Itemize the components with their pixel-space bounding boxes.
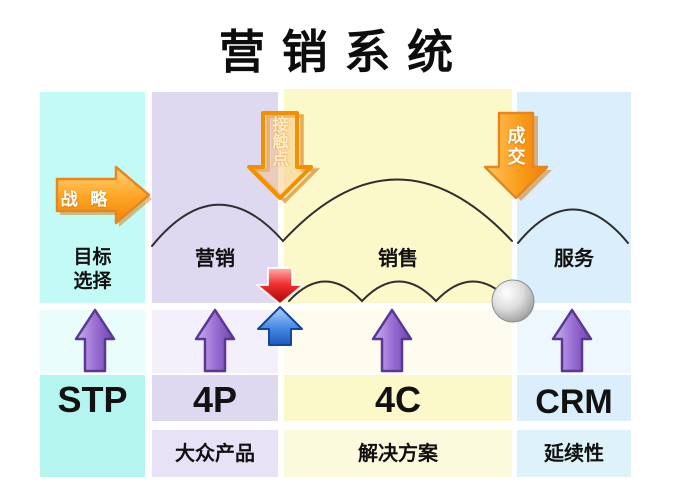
code-block-crm — [517, 375, 631, 421]
approach-label-marketing: 大众产品 — [175, 443, 255, 465]
approach-block-marketing — [152, 430, 278, 477]
code-label-stp: STP — [57, 379, 128, 420]
deal-arrow-label: 成 交 — [507, 126, 526, 167]
code-block-4c — [284, 375, 512, 421]
arrow-band-service — [517, 310, 631, 373]
approach-label-service: 延续性 — [544, 443, 604, 465]
approach-label-sales: 解决方案 — [358, 443, 438, 465]
code-block-4p — [152, 375, 278, 421]
code-block-stp — [40, 375, 145, 477]
code-label-crm: CRM — [535, 383, 613, 421]
arrow-band-target — [40, 310, 145, 373]
stage-label-service: 服务 — [554, 248, 594, 270]
strategy-arrow-label: 战 略 — [60, 190, 112, 209]
stage-label-target-selection: 目标 选择 — [73, 247, 112, 292]
stage-label-sales: 销售 — [378, 248, 418, 270]
arrow-band-marketing — [152, 310, 278, 373]
code-label-4c: 4C — [374, 379, 422, 420]
diagram-title: 营 销 系 统 — [218, 26, 456, 78]
approach-block-service — [517, 430, 631, 477]
code-label-4p: 4P — [192, 379, 238, 420]
approach-block-sales — [284, 430, 512, 477]
touchpoint-arrow-label: 接 触 点 — [272, 117, 289, 168]
stage-label-marketing: 营销 — [195, 248, 235, 270]
arrow-band-sales — [284, 310, 512, 373]
